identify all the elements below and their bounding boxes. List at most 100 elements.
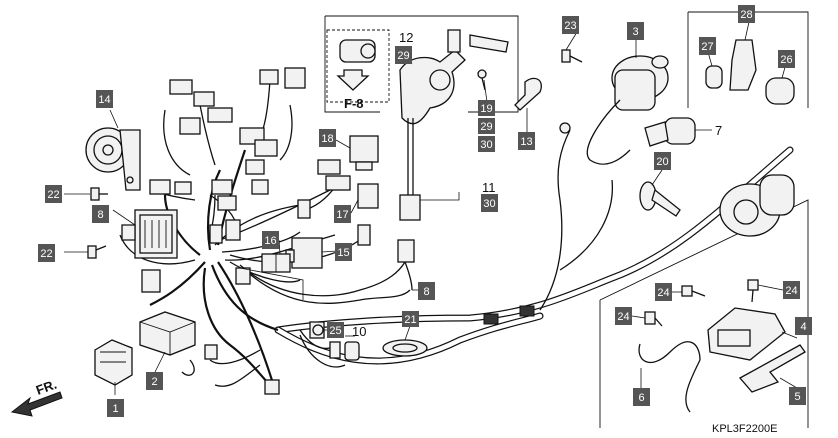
callout-29-upper: 29	[395, 46, 412, 64]
band-20	[639, 181, 681, 217]
callout-22-lower-text: 22	[40, 248, 52, 260]
callout-4: 4	[795, 317, 812, 335]
front-direction-arrow: FR.	[10, 377, 63, 417]
callout-3-text: 3	[632, 26, 638, 38]
callout-1-text: 1	[112, 403, 118, 415]
part-number-10: 10	[352, 324, 366, 339]
regulator-rectifier-8	[121, 209, 178, 259]
fr-label: FR.	[34, 377, 59, 398]
callout-2: 2	[146, 372, 163, 390]
callout-23-text: 23	[564, 20, 576, 32]
callout-21: 21	[402, 311, 419, 327]
callout-14: 14	[96, 90, 113, 108]
callout-6: 6	[633, 388, 650, 406]
ignition-switch-12	[399, 29, 509, 221]
callout-4-text: 4	[800, 321, 806, 333]
horn-14	[85, 127, 141, 191]
connector-16	[261, 253, 291, 273]
cover-1	[94, 339, 133, 386]
spark-plug-cap-7	[644, 117, 696, 147]
screw-19	[477, 69, 487, 91]
callout-28: 28	[738, 5, 755, 23]
callout-18: 18	[319, 129, 336, 147]
coil-group-frame	[599, 199, 809, 428]
bolt-22-lower	[87, 245, 107, 259]
callout-labels: 1 2 3 4 5 6 8 8 13 14 15 16 17 18 19 29 …	[38, 5, 812, 417]
ignition-switch-ref-frame	[326, 29, 390, 103]
plug-cap-28	[729, 39, 757, 91]
bolt-24-c	[644, 311, 663, 327]
bolt-24-b	[747, 279, 759, 303]
callout-30-lower-text: 30	[483, 198, 495, 210]
bolt-22-upper	[90, 187, 108, 201]
callout-22-upper-text: 22	[47, 189, 59, 201]
callout-27-text: 27	[701, 41, 713, 53]
callout-5-text: 5	[794, 391, 800, 403]
callout-17: 17	[334, 205, 351, 223]
callout-15-text: 15	[337, 247, 349, 259]
part-number-7: 7	[715, 123, 722, 138]
harness-connectors	[141, 67, 571, 395]
grommet-25	[312, 324, 324, 336]
callout-6-text: 6	[638, 392, 644, 404]
wire-6	[638, 341, 701, 413]
callout-8-right-text: 8	[423, 286, 429, 298]
callout-16: 16	[262, 231, 279, 249]
callout-24-b-text: 24	[785, 285, 797, 297]
callout-22-lower: 22	[38, 244, 55, 262]
plug-cap-group-frame	[687, 11, 809, 108]
relay-17	[357, 183, 379, 209]
callout-24-c-text: 24	[617, 311, 629, 323]
callout-18-text: 18	[321, 133, 333, 145]
callout-29-lower-text: 29	[480, 121, 492, 133]
callout-17-text: 17	[336, 209, 348, 221]
plug-cap-26	[765, 77, 795, 105]
callout-29-lower: 29	[478, 118, 495, 134]
callout-23: 23	[562, 16, 579, 34]
bank-angle-sensor-4	[707, 307, 786, 361]
callout-8-left-text: 8	[97, 209, 103, 221]
callout-30-lower: 30	[481, 194, 498, 212]
callout-1: 1	[107, 399, 124, 417]
callout-29-upper-text: 29	[397, 50, 409, 62]
clip-10	[344, 341, 360, 361]
callout-13-text: 13	[520, 136, 532, 148]
callout-19: 19	[478, 100, 495, 116]
ignition-coil-3	[586, 55, 669, 165]
junction-connector	[719, 174, 795, 237]
callout-20: 20	[654, 152, 671, 170]
callout-19-text: 19	[480, 103, 492, 115]
bracket-5	[738, 344, 806, 393]
callout-3: 3	[627, 22, 644, 40]
callout-24-b: 24	[783, 281, 800, 299]
part-number-11: 11	[482, 180, 496, 195]
plain-part-numbers: 7 10 11 12 F-8	[344, 30, 722, 339]
callout-8-left: 8	[92, 205, 109, 223]
callout-27: 27	[699, 37, 716, 55]
callout-26-text: 26	[780, 54, 792, 66]
callout-25-text: 25	[329, 325, 341, 337]
bolt-23	[561, 49, 583, 63]
callout-28-text: 28	[740, 9, 752, 21]
callout-5: 5	[789, 387, 806, 405]
relay-15	[285, 237, 323, 269]
callout-13: 13	[518, 132, 535, 150]
plug-cap-27	[705, 65, 723, 89]
reference-f8: F-8	[344, 96, 364, 111]
callout-24-c: 24	[615, 307, 632, 325]
callout-30-upper: 30	[478, 136, 495, 152]
callout-25: 25	[327, 322, 344, 338]
diagram-code: KPL3F2200E	[712, 423, 777, 435]
callout-24-a: 24	[655, 283, 672, 301]
bolt-24-a	[681, 285, 706, 297]
cdi-unit-2	[139, 311, 196, 356]
callout-24-a-text: 24	[657, 287, 669, 299]
callout-20-text: 20	[656, 156, 668, 168]
callout-26: 26	[778, 50, 795, 68]
callout-16-text: 16	[264, 235, 276, 247]
callout-22-upper: 22	[45, 185, 62, 203]
part-number-12: 12	[399, 30, 413, 45]
relay-18	[349, 135, 379, 171]
callout-21-text: 21	[404, 314, 416, 326]
